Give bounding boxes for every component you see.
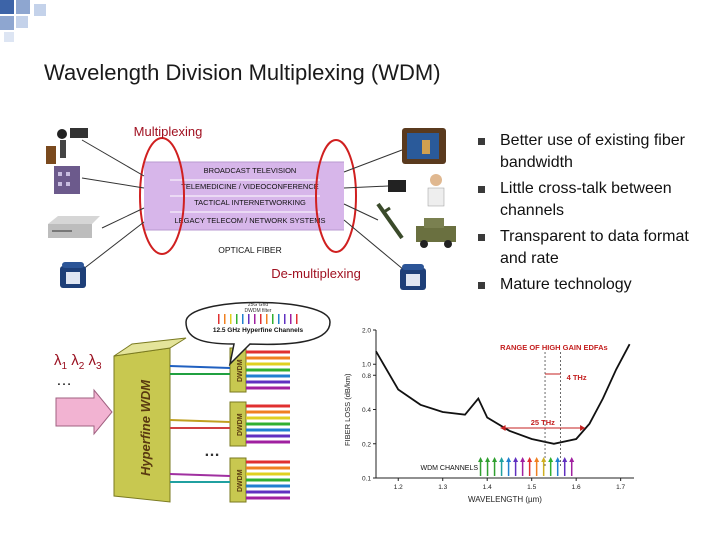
svg-text:12.5 GHz Hyperfine Channels: 12.5 GHz Hyperfine Channels [213, 327, 304, 334]
inner-fibers [169, 365, 231, 483]
y-tick-label: 0.1 [362, 476, 371, 483]
y-tick-label: 0.4 [362, 407, 371, 414]
output-fibers [246, 350, 290, 500]
channel-marker-head [506, 457, 512, 462]
rifle-soldier-icon [376, 202, 404, 240]
multiplexing-label: Multiplexing [134, 124, 203, 139]
demux-oval [315, 139, 357, 253]
x-tick-label: 1.5 [527, 484, 536, 491]
channel-marker-head [513, 457, 519, 462]
svg-text:DWDM filter: DWDM filter [245, 308, 272, 314]
bullet-marker [478, 234, 485, 241]
band-label: TACTICAL INTERNETWORKING [194, 198, 306, 207]
wide-span-label: 25 THz [531, 418, 555, 427]
band-label: LEGACY TELECOM / NETWORK SYSTEMS [174, 216, 325, 225]
input-arrow [55, 388, 113, 436]
channel-marker-head [485, 457, 491, 462]
network-diagram: BROADCAST TELEVISION TELEMEDICINE / VIDE… [46, 124, 456, 290]
svg-text:25G Grid: 25G Grid [248, 302, 269, 308]
wide-span-arrow [580, 425, 586, 431]
y-tick-label: 0.2 [362, 441, 371, 448]
x-tick-label: 1.4 [483, 484, 492, 491]
slide-title: Wavelength Division Multiplexing (WDM) [44, 60, 441, 85]
y-axis-label: FIBER LOSS (dB/km) [343, 373, 352, 446]
x-axis-label: WAVELENGTH (µm) [468, 495, 542, 504]
bullet-marker [478, 186, 485, 193]
dwdm-box-mid: DWDM [229, 401, 247, 447]
channel-marker-head [520, 457, 526, 462]
middle-dots: … [204, 443, 220, 460]
channel-marker-head [492, 457, 498, 462]
channel-marker-head [569, 457, 575, 462]
hyperfine-wdm-diagram: Hyperfine WDM DWDM DWDM DWDM … [55, 301, 331, 503]
doctor-icon [388, 174, 445, 207]
bullet-marker [478, 282, 485, 289]
channel-marker-head [541, 457, 547, 462]
svg-text:DWDM: DWDM [237, 413, 244, 436]
telephone-icon-left [60, 262, 86, 288]
block-label: Hyperfine WDM [138, 379, 153, 476]
bullet-item: Mature technology [478, 274, 714, 296]
bullet-item: Little cross-talk between channels [478, 178, 714, 222]
television-icon [402, 128, 446, 164]
bullet-marker [478, 138, 485, 145]
channel-marker-head [527, 457, 533, 462]
camera-operator-icon [46, 128, 88, 164]
military-vehicle-icon [416, 218, 456, 248]
channel-marker-head [534, 457, 540, 462]
dwdm-box-bottom: DWDM [229, 457, 247, 503]
fiber-label: OPTICAL FIBER [218, 245, 281, 255]
channels-label: WDM CHANNELS [420, 465, 478, 472]
band-label: TELEMEDICINE / VIDEOCONFERENCE [181, 182, 319, 191]
wide-span-arrow [500, 425, 506, 431]
channel-marker-head [548, 457, 554, 462]
building-icon [54, 166, 80, 194]
narrow-span-label: 4 THz [567, 373, 587, 382]
channel-marker-head [555, 457, 561, 462]
lambda-label: λ1 λ2 λ3 [54, 352, 102, 372]
channel-marker-head [478, 457, 484, 462]
band-label: BROADCAST TELEVISION [204, 166, 297, 175]
x-tick-label: 1.6 [572, 484, 581, 491]
bullet-item: Transparent to data format and rate [478, 226, 714, 270]
telephone-icon-right [400, 264, 426, 290]
x-tick-label: 1.2 [394, 484, 403, 491]
y-tick-label: 0.8 [362, 373, 371, 380]
y-tick-label: 2.0 [362, 328, 371, 335]
demultiplexing-label: De-multiplexing [271, 266, 361, 281]
speech-bubble: 25G Grid DWDM filter 12.5 GHz Hyperfine … [185, 301, 331, 367]
mux-oval [139, 137, 185, 255]
channel-marker-head [562, 457, 568, 462]
fiber-loss-chart: FIBER LOSS (dB/km) 0.1 0.2 0.4 0.8 1.0 2.0 1.2… [343, 328, 634, 504]
svg-text:DWDM: DWDM [237, 359, 244, 382]
y-tick-label: 1.0 [362, 362, 371, 369]
x-tick-label: 1.7 [616, 484, 625, 491]
chart-ticks: 0.1 0.2 0.4 0.8 1.0 2.0 1.2 1.3 1.4 1.5 1.6 1.7 [362, 328, 626, 492]
x-tick-label: 1.3 [438, 484, 447, 491]
channel-marker-head [499, 457, 505, 462]
bullet-item: Better use of existing fiber bandwidth [478, 130, 714, 174]
lambda-ellipsis: … [56, 372, 72, 389]
range-label: RANGE OF HIGH GAIN EDFAs [500, 343, 608, 352]
chart-axes [375, 330, 634, 479]
svg-text:DWDM: DWDM [237, 469, 244, 492]
wdm-channel-markers [478, 457, 575, 476]
server-icon [48, 216, 100, 238]
bullet-list: Better use of existing fiber bandwidth L… [478, 130, 714, 300]
loss-curve [375, 343, 631, 445]
